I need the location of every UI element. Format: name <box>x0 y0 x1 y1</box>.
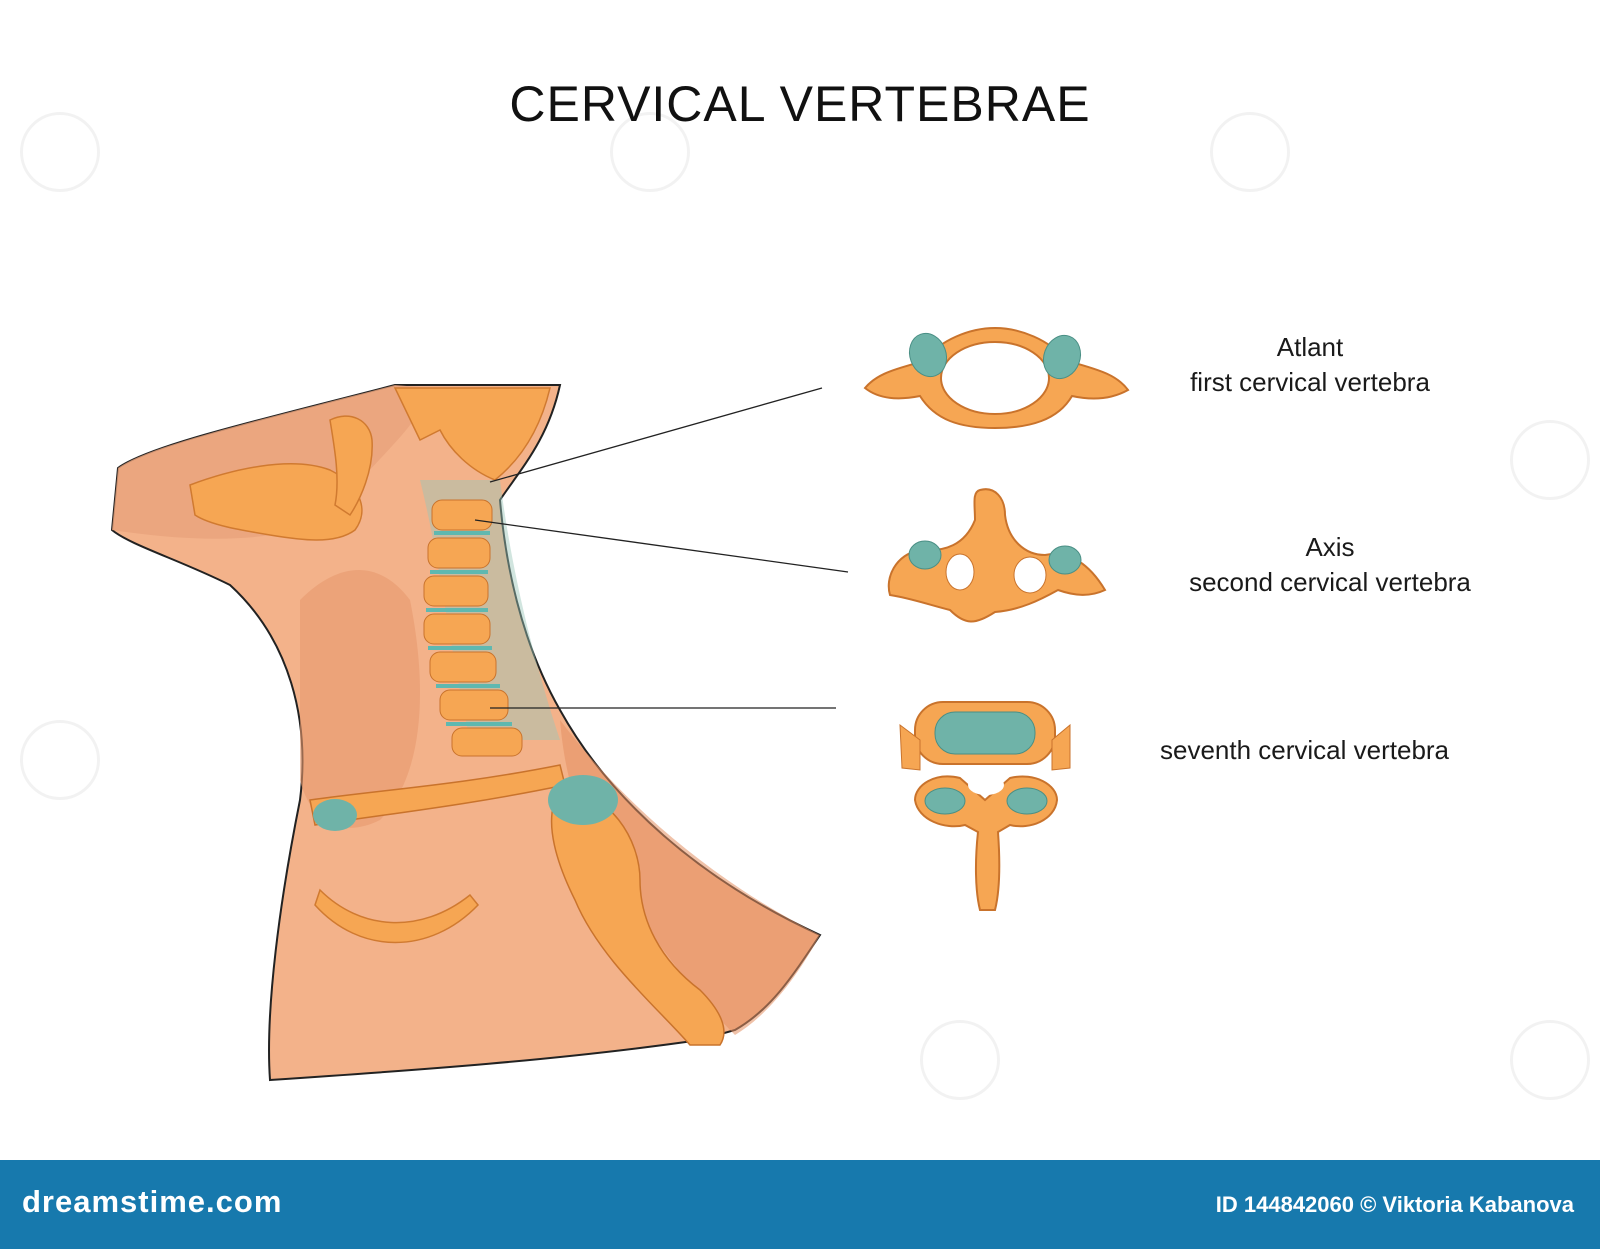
axis-label: Axis second cervical vertebra <box>1160 530 1500 600</box>
leader-line-atlas <box>489 387 823 483</box>
clavicle-humerus <box>309 764 725 1046</box>
anatomy-illustration <box>110 326 1130 1082</box>
image-credit: ID 144842060 © Viktoria Kabanova <box>1215 1192 1574 1217</box>
axis-description: second cervical vertebra <box>1189 567 1471 597</box>
leader-lines <box>474 387 849 709</box>
axis-name: Axis <box>1305 532 1355 562</box>
footer-bar: dreamstime.com ID 144842060 © Viktoria K… <box>0 1160 1600 1249</box>
atlas-vertebra <box>863 326 1130 430</box>
watermark-icon <box>1510 420 1590 500</box>
cervical-spine <box>420 480 560 757</box>
c7-label: seventh cervical vertebra <box>1160 733 1520 768</box>
watermark-icon <box>1510 1020 1590 1100</box>
leader-line-axis <box>474 519 849 573</box>
atlas-label: Atlant first cervical vertebra <box>1150 330 1470 400</box>
c7-vertebra <box>899 701 1071 911</box>
watermark-icon <box>610 112 690 192</box>
watermark-icon <box>20 720 100 800</box>
atlas-description: first cervical vertebra <box>1190 367 1430 397</box>
axis-vertebra <box>887 488 1107 623</box>
diagram-title: CERVICAL VERTEBRAE <box>509 76 1091 132</box>
atlas-name: Atlant <box>1276 332 1344 362</box>
c7-description: seventh cervical vertebra <box>1160 735 1450 765</box>
watermark-icon <box>20 112 100 192</box>
watermark-icon <box>1210 112 1290 192</box>
watermark-icon <box>920 1020 1000 1100</box>
brand-logo: dreamstime.com <box>22 1184 283 1219</box>
